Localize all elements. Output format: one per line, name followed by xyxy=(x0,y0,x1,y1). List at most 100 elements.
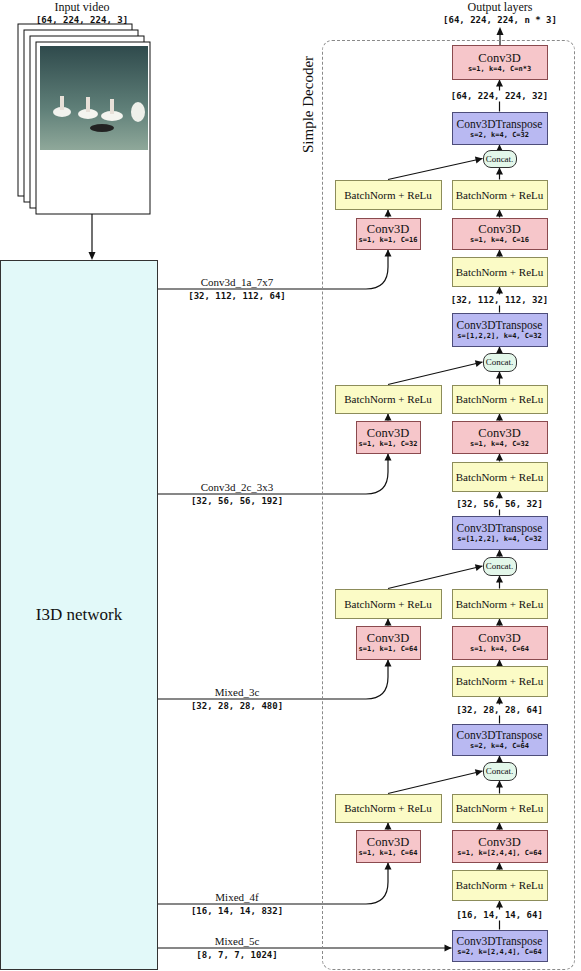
box-title: BatchNorm + ReLu xyxy=(456,470,543,484)
box-title: Conv3DTranspose xyxy=(457,728,543,742)
arrow-head xyxy=(496,287,503,294)
arrow-head xyxy=(496,210,503,217)
box-title: Concat. xyxy=(486,154,514,164)
arrow-head xyxy=(496,781,503,788)
connector xyxy=(158,250,388,290)
box-title: Conv3D xyxy=(367,835,409,849)
box-title: Conv3D xyxy=(478,835,520,849)
arrow-head xyxy=(385,660,392,667)
arrow-head xyxy=(385,414,392,421)
box-params: s=1, k=4, C=32 xyxy=(470,440,529,449)
conv3d-box: Conv3Ds=1, k=1, C=64 xyxy=(356,626,421,660)
arrow-head xyxy=(496,901,503,908)
box-params: s=2, k=4, C=64 xyxy=(470,742,529,751)
feature-name: Mixed_3c xyxy=(215,686,260,698)
feature-name: Mixed_5c xyxy=(215,935,260,947)
transpose-box: Conv3DTransposes=[1,2,2], k=4, C=32 xyxy=(452,516,548,550)
dimension-label: [64, 224, 224, 32] xyxy=(449,90,551,101)
arrow-head xyxy=(496,372,503,379)
video-image xyxy=(40,46,148,150)
dimension-label: [32, 28, 28, 64] xyxy=(454,705,545,716)
arrow-head xyxy=(475,360,483,367)
box-params: s=1, k=1, C=64 xyxy=(358,849,417,858)
box-title: BatchNorm + ReLu xyxy=(456,878,543,892)
box-title: BatchNorm + ReLu xyxy=(344,392,431,406)
box-title: BatchNorm + ReLu xyxy=(344,597,431,611)
box-title: Concat. xyxy=(486,357,514,367)
batchnorm-box: BatchNorm + ReLu xyxy=(452,257,548,287)
box-params: s=[1,2,2], k=4, C=32 xyxy=(457,332,541,341)
arrow-head xyxy=(475,157,483,164)
dimension-label: [8, 7, 7, 1024] xyxy=(196,950,277,961)
transpose-box: Conv3DTransposes=2, k=4, C=32 xyxy=(452,112,548,145)
conv3d-box: Conv3Ds=1, k=1, C=32 xyxy=(356,421,421,454)
box-title: BatchNorm + ReLu xyxy=(344,188,431,202)
conv3d-box: Conv3Ds=1, k=4, C=64 xyxy=(452,626,548,660)
arrow-head xyxy=(496,454,503,461)
box-params: s=1, k=1, C=64 xyxy=(358,645,417,654)
arrow-head xyxy=(385,250,392,257)
transpose-box: Conv3DTransposes=2, k=[2,4,4], C=64 xyxy=(452,930,548,962)
batchnorm-box: BatchNorm + ReLu xyxy=(335,794,442,823)
connector xyxy=(388,159,483,180)
box-params: s=1, k=4, C=64 xyxy=(470,645,529,654)
dimension-label: [32, 56, 56, 192] xyxy=(191,496,283,507)
dimension-label: [32, 112, 112, 32] xyxy=(449,294,551,305)
box-params: s=[1,2,2], k=4, C=32 xyxy=(457,535,541,544)
box-title: BatchNorm + ReLu xyxy=(456,188,543,202)
batchnorm-box: BatchNorm + ReLu xyxy=(452,870,548,901)
conv3d-box: Conv3Ds=1, k=4, C=n*3 xyxy=(452,45,548,80)
box-title: BatchNorm + ReLu xyxy=(456,801,543,815)
box-title: Conv3D xyxy=(478,222,520,236)
arrow-head xyxy=(496,550,503,557)
arrow-head xyxy=(496,250,503,257)
connector xyxy=(158,863,388,905)
dancer xyxy=(110,99,114,114)
batchnorm-box: BatchNorm + ReLu xyxy=(452,462,548,492)
dimension-label: [64, 224, 224, n * 3] xyxy=(443,15,557,26)
feature-name: Mixed_4f xyxy=(215,891,258,903)
dimension-label: [32, 112, 112, 64] xyxy=(188,291,286,302)
box-title: Conv3D xyxy=(367,222,409,236)
conv3d-box: Conv3Ds=1, k=1, C=16 xyxy=(356,218,421,250)
dimension-label: [16, 14, 14, 64] xyxy=(454,910,545,921)
connector xyxy=(388,566,483,589)
box-title: Conv3D xyxy=(478,631,520,645)
connector xyxy=(388,362,483,385)
box-params: s=1, k=4, C=n*3 xyxy=(468,65,531,74)
batchnorm-box: BatchNorm + ReLu xyxy=(335,589,442,619)
dimension-label: [32, 56, 56, 32] xyxy=(454,498,545,509)
conv3d-box: Conv3Ds=1, k=[2,4,4], C=64 xyxy=(452,830,548,863)
box-params: s=1, k=1, C=16 xyxy=(358,236,417,245)
box-title: Concat. xyxy=(486,561,514,571)
box-title: Conv3DTranspose xyxy=(457,117,543,131)
feature-name: Conv3d_2c_3x3 xyxy=(201,481,274,493)
arrow-head xyxy=(89,252,96,260)
arrow-head xyxy=(445,945,452,952)
arrow-head xyxy=(496,863,503,870)
batchnorm-box: BatchNorm + ReLu xyxy=(335,385,442,414)
box-title: BatchNorm + ReLu xyxy=(456,597,543,611)
box-title: Conv3D xyxy=(478,426,520,440)
arrow-head xyxy=(496,619,503,626)
box-title: BatchNorm + ReLu xyxy=(456,392,543,406)
feature-name: Conv3d_1a_7x7 xyxy=(201,276,274,288)
box-title: BatchNorm + ReLu xyxy=(456,674,543,688)
batchnorm-box: BatchNorm + ReLu xyxy=(452,180,548,210)
dancer xyxy=(131,102,145,122)
arrow-head xyxy=(496,80,503,87)
arrow-head xyxy=(496,823,503,830)
box-params: s=2, k=4, C=32 xyxy=(470,131,529,140)
box-title: Conv3D xyxy=(367,631,409,645)
dimension-label: [16, 14, 14, 832] xyxy=(191,906,283,917)
network-box: I3D network xyxy=(0,260,158,970)
conv3d-box: Conv3Ds=1, k=4, C=16 xyxy=(452,218,548,250)
arrow-head xyxy=(385,454,392,461)
box-params: s=1, k=[2,4,4], C=64 xyxy=(457,849,541,858)
box-title: Concat. xyxy=(486,766,514,776)
arrow-head xyxy=(385,863,392,870)
box-title: Conv3D xyxy=(367,426,409,440)
connector xyxy=(388,771,483,794)
box-title: Conv3D xyxy=(478,51,520,65)
